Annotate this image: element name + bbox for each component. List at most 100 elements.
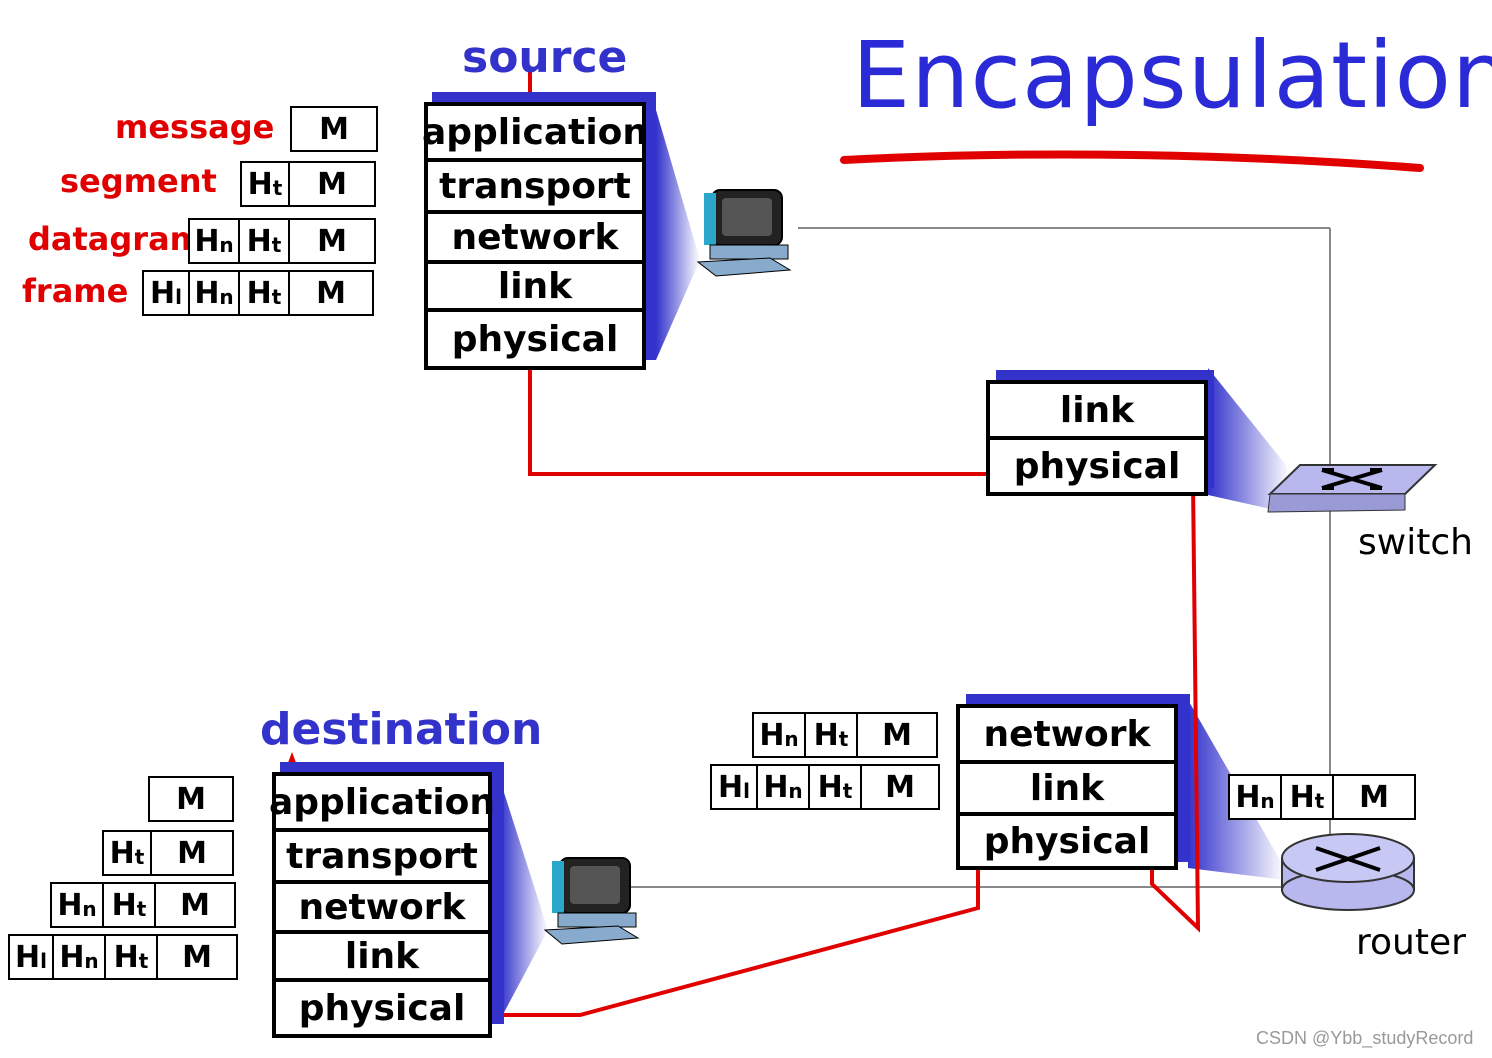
header-sub: n	[219, 233, 234, 257]
source-label: source	[462, 32, 628, 83]
header-sub: n	[82, 897, 97, 921]
pdu-label-message: message	[115, 108, 275, 146]
router-layer-physical: physical	[983, 820, 1151, 862]
pdu-label-segment: segment	[60, 162, 217, 200]
header-sub: t	[136, 897, 147, 921]
header-sub: n	[219, 285, 234, 309]
dest-zoom-wedge	[500, 780, 548, 1020]
source-stack: application transport network link physi…	[422, 102, 648, 370]
header-h: H	[150, 275, 176, 311]
payload-cell: M	[150, 778, 232, 820]
header-h: H	[246, 275, 272, 311]
source-zoom-wedge	[656, 110, 700, 360]
payload-cell: M	[158, 936, 236, 978]
destination-label: destination	[260, 704, 543, 755]
destination-computer-icon	[543, 857, 640, 945]
header-h: H	[246, 223, 272, 259]
header-h: H	[759, 717, 785, 753]
header-sub: t	[271, 233, 282, 257]
header-h: H	[813, 717, 839, 753]
payload-cell: M	[152, 832, 232, 874]
header-h: H	[113, 939, 139, 975]
source-layer-physical: physical	[451, 318, 619, 360]
router-layer-network: network	[960, 708, 1174, 764]
destination-layer-transport: transport	[276, 832, 488, 884]
destination-layer-link: link	[276, 934, 488, 982]
title-underline	[840, 150, 1424, 172]
payload-cell: M	[290, 220, 374, 262]
header-sub: n	[84, 949, 99, 973]
payload-text: M	[885, 769, 915, 805]
payload-text: M	[1359, 779, 1389, 815]
payload-text: M	[182, 939, 212, 975]
header-sub: l	[743, 779, 750, 803]
switch-label: switch	[1358, 522, 1473, 563]
payload-cell: M	[1334, 776, 1414, 818]
payload-cell: M	[858, 714, 936, 756]
header-sub: l	[175, 285, 182, 309]
diagram-title: Encapsulation	[852, 22, 1492, 129]
header-h: H	[59, 939, 85, 975]
header-h: H	[718, 769, 744, 805]
header-h: H	[194, 275, 220, 311]
payload-text: M	[882, 717, 912, 753]
payload-text: M	[316, 275, 346, 311]
header-sub: n	[784, 727, 799, 751]
packet-message: M	[290, 106, 378, 152]
payload-text: M	[177, 835, 207, 871]
destination-layer-physical: physical	[298, 987, 466, 1029]
header-sub: n	[788, 779, 803, 803]
source-computer-icon	[696, 189, 792, 277]
header-h: H	[109, 835, 135, 871]
header-h: H	[194, 223, 220, 259]
payload-cell: M	[290, 272, 372, 314]
source-layer-application: application	[422, 106, 648, 162]
header-sub: l	[40, 949, 47, 973]
header-h: H	[57, 887, 83, 923]
header-sub: t	[272, 176, 283, 200]
header-h: H	[817, 769, 843, 805]
watermark: CSDN @Ybb_studyRecord	[1256, 1028, 1474, 1048]
header-h: H	[763, 769, 789, 805]
switch-stack: link physical	[986, 380, 1208, 496]
router-stack: network link physical	[956, 704, 1178, 870]
header-sub: t	[838, 727, 849, 751]
destination-layer-network: network	[276, 884, 488, 934]
header-sub: t	[134, 845, 145, 869]
payload-cell: M	[862, 766, 938, 808]
header-sub: n	[1260, 789, 1275, 813]
pdu-label-datagram: datagram	[28, 220, 204, 258]
payload-cell: M	[290, 163, 374, 205]
switch-icon	[1267, 464, 1438, 513]
pdu-label-frame: frame	[22, 272, 129, 310]
source-layer-network: network	[428, 214, 642, 264]
header-h: H	[111, 887, 137, 923]
switch-layer-link: link	[990, 384, 1204, 440]
